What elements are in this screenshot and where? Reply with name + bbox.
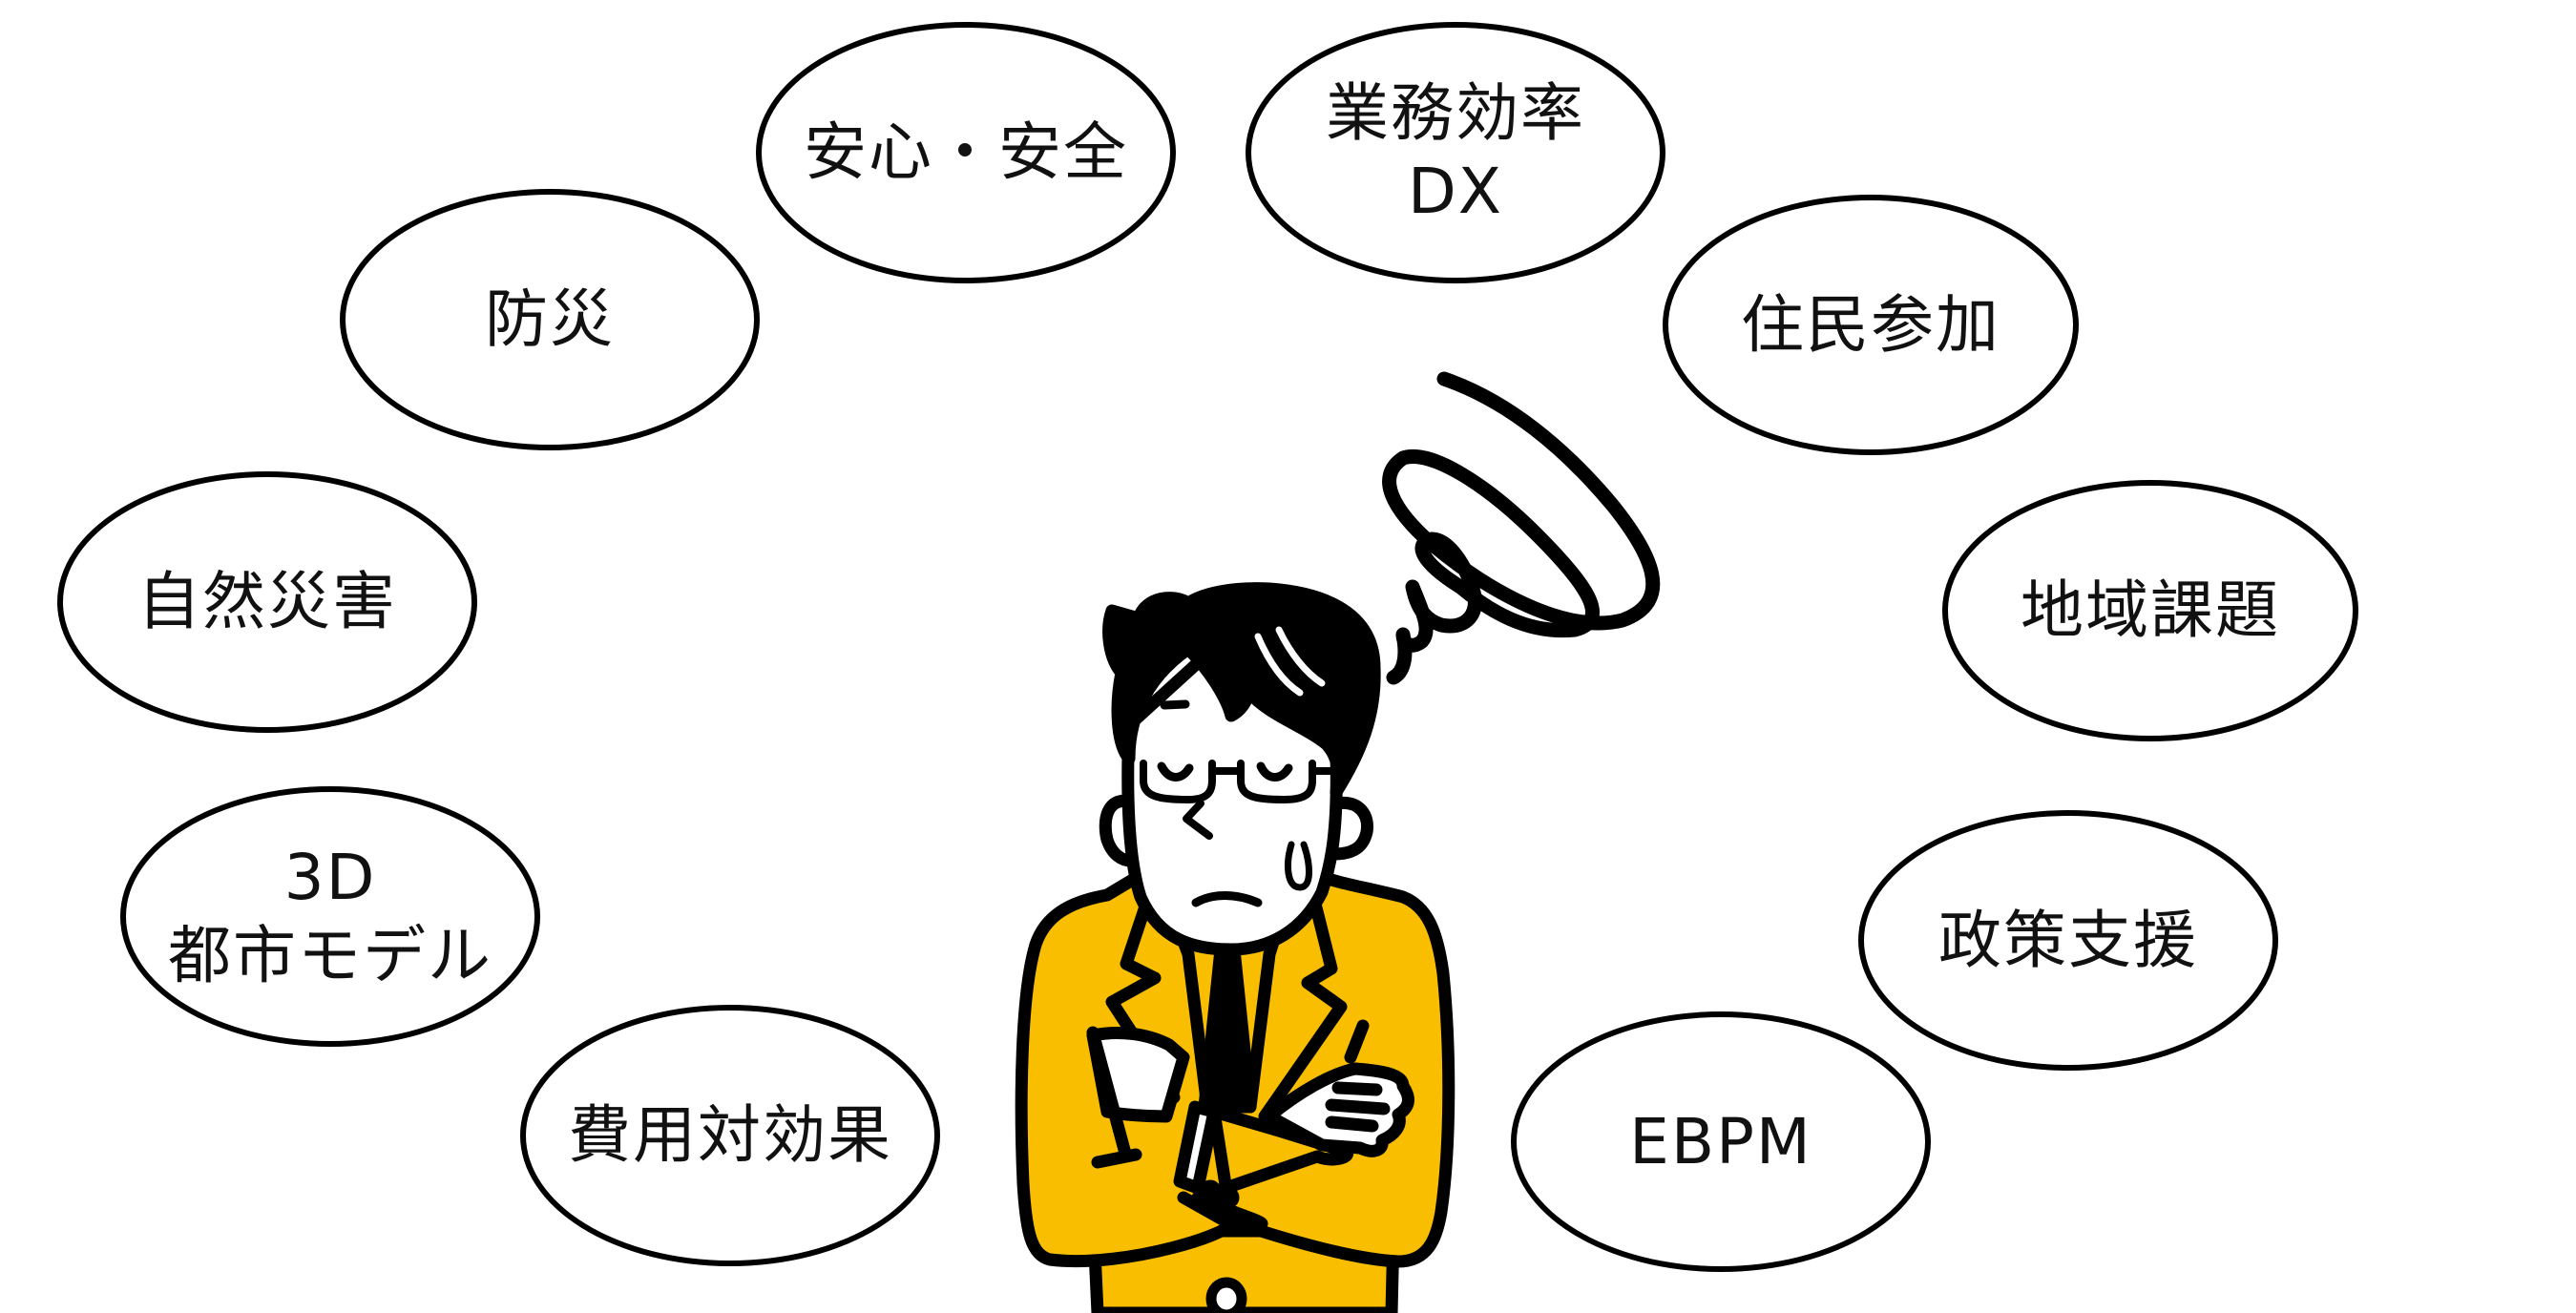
- bubble-label-line-2: DX: [1407, 155, 1504, 228]
- topic-bubble-anshin-anzen: 安心・安全: [756, 22, 1176, 283]
- head: [1099, 582, 1381, 956]
- bubble-label: 防災: [485, 282, 615, 356]
- topic-bubble-3d-toshi-model: 3D 都市モデル: [120, 786, 540, 1047]
- topic-bubble-bousai: 防災: [340, 189, 760, 450]
- topic-bubble-hiyo-taikoka: 費用対効果: [520, 1005, 940, 1266]
- bubble-label: 費用対効果: [568, 1098, 892, 1172]
- bubble-label-line-1: 業務効率: [1326, 76, 1585, 150]
- topic-bubble-chiiki-kadai: 地域課題: [1942, 480, 2358, 741]
- suit-body: [1015, 857, 1456, 1313]
- bubble-label: EBPM: [1629, 1104, 1812, 1178]
- bubble-label-line-1: 3D: [283, 840, 377, 914]
- topic-bubble-gyomu-koritsu-dx: 業務効率 DX: [1246, 22, 1665, 283]
- topic-bubble-shizen-saigai: 自然災害: [57, 471, 477, 733]
- bubble-label: 政策支援: [1938, 903, 2198, 977]
- bubble-label: 地域課題: [2021, 573, 2280, 647]
- bubble-label: 自然災害: [137, 565, 397, 638]
- confusion-squiggle-icon: [1382, 371, 1661, 685]
- topic-bubble-seisaku-shien: 政策支援: [1858, 810, 2278, 1071]
- bubble-label-line-2: 都市モデル: [168, 918, 492, 992]
- bubble-label: 住民参加: [1741, 287, 2000, 362]
- bubble-label: 安心・安全: [804, 115, 1128, 189]
- topic-bubble-jumin-sanka: 住民参加: [1663, 195, 2079, 455]
- topic-bubble-ebpm: EBPM: [1511, 1011, 1931, 1272]
